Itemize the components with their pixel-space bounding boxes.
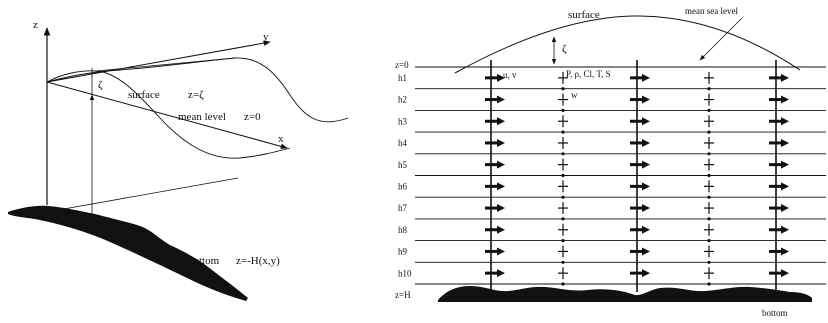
surface-equation: z=ζ bbox=[188, 89, 204, 101]
velocity-arrowhead bbox=[497, 269, 505, 278]
surface-label-right: surface bbox=[568, 9, 600, 21]
mean-sea-level-label: mean sea level bbox=[685, 6, 738, 16]
velocity-arrowhead bbox=[497, 247, 505, 256]
layer-label: h2 bbox=[398, 95, 407, 105]
bottom-reference-line bbox=[46, 177, 239, 213]
mean-level-label: mean level bbox=[178, 111, 226, 123]
surface-edge-near bbox=[95, 57, 236, 72]
uv-label: u, v bbox=[503, 70, 517, 80]
velocity-arrowhead bbox=[642, 117, 650, 126]
w-node bbox=[561, 239, 565, 243]
scalar-nodes bbox=[558, 71, 714, 286]
w-node bbox=[707, 152, 711, 156]
zeta-label-right: ζ bbox=[562, 43, 567, 55]
velocity-arrowhead bbox=[781, 117, 789, 126]
velocity-arrowhead bbox=[781, 138, 789, 147]
z-axis-label: z bbox=[33, 19, 38, 31]
bottom-label: bottom bbox=[188, 255, 220, 267]
y-axis bbox=[46, 40, 271, 83]
velocity-arrowhead bbox=[642, 269, 650, 278]
velocity-arrowhead bbox=[497, 182, 505, 191]
w-node bbox=[561, 260, 565, 264]
layer-label: h1 bbox=[398, 73, 407, 83]
velocity-arrowhead bbox=[781, 269, 789, 278]
velocity-arrowhead bbox=[642, 182, 650, 191]
velocity-arrowhead bbox=[781, 182, 789, 191]
velocity-arrowhead bbox=[497, 138, 505, 147]
w-node bbox=[561, 130, 565, 134]
velocity-arrowhead bbox=[781, 225, 789, 234]
left-3d-schematic: z y x ζ surface z=ζ mean level z=0 botto… bbox=[8, 19, 349, 301]
velocity-arrowhead bbox=[781, 73, 789, 82]
velocity-arrowhead bbox=[781, 204, 789, 213]
x-axis bbox=[46, 81, 288, 150]
surface-wave-front bbox=[46, 70, 291, 159]
x-axis-label: x bbox=[278, 133, 284, 145]
w-node bbox=[707, 195, 711, 199]
velocity-arrowhead bbox=[642, 160, 650, 169]
w-node bbox=[561, 217, 565, 221]
bottom-label-right: bottom bbox=[762, 308, 788, 318]
w-node bbox=[561, 87, 565, 91]
layer-label: h3 bbox=[398, 116, 408, 126]
w-node bbox=[707, 108, 711, 112]
layer-label: h10 bbox=[398, 268, 412, 278]
sea-bottom-terrain bbox=[8, 205, 248, 301]
bottom-equation: z=-H(x,y) bbox=[236, 255, 280, 267]
mean-sea-level-pointer bbox=[699, 17, 743, 61]
w-node bbox=[707, 282, 711, 286]
y-axis-label: y bbox=[263, 31, 269, 43]
layer-label: h9 bbox=[398, 247, 408, 257]
velocity-arrowhead bbox=[497, 117, 505, 126]
velocity-arrowhead bbox=[642, 204, 650, 213]
seabed-terrain bbox=[438, 286, 812, 302]
velocity-arrowhead bbox=[781, 160, 789, 169]
layer-label: h8 bbox=[398, 225, 408, 235]
w-node bbox=[561, 108, 565, 112]
w-node bbox=[707, 239, 711, 243]
w-label: w bbox=[571, 90, 578, 100]
velocity-arrowhead bbox=[497, 160, 505, 169]
velocity-arrowhead bbox=[642, 95, 650, 104]
w-node bbox=[561, 173, 565, 178]
layer-label: h7 bbox=[398, 203, 408, 213]
z-top-label: z=0 bbox=[395, 60, 409, 70]
mean-level-equation: z=0 bbox=[244, 111, 261, 123]
surface-label: surface bbox=[128, 89, 160, 101]
surface-curve bbox=[454, 15, 801, 74]
velocity-arrowhead bbox=[642, 247, 650, 256]
velocity-arrowhead bbox=[642, 73, 650, 82]
velocity-arrowhead bbox=[642, 225, 650, 234]
w-node bbox=[707, 173, 711, 178]
w-node bbox=[707, 130, 711, 134]
zeta-label: ζ bbox=[98, 79, 103, 91]
layer-boundaries bbox=[415, 66, 826, 285]
w-node bbox=[707, 87, 711, 91]
velocity-arrowhead bbox=[497, 95, 505, 104]
layer-label: h4 bbox=[398, 138, 408, 148]
layer-label: h5 bbox=[398, 160, 408, 170]
velocity-arrowhead bbox=[781, 95, 789, 104]
z-bottom-label: z=H bbox=[395, 290, 411, 300]
velocity-arrowhead bbox=[497, 225, 505, 234]
right-layer-grid: surface mean sea level ζ z=0 h1h2h3h4h5h… bbox=[395, 6, 826, 318]
layer-labels: h1 h2 h3 h4 h5 h6 h7 h8 h9 h10 bbox=[398, 73, 412, 278]
w-node bbox=[707, 217, 711, 221]
w-node bbox=[707, 260, 711, 264]
scalar-label: P, ρ, Cl, T, S bbox=[566, 69, 611, 79]
layer-label: h6 bbox=[398, 182, 408, 192]
velocity-arrowhead bbox=[497, 204, 505, 213]
w-node bbox=[561, 282, 565, 286]
vertical-grid-lines bbox=[490, 60, 777, 292]
velocity-arrows bbox=[485, 73, 789, 278]
velocity-arrowhead bbox=[781, 247, 789, 256]
w-node bbox=[561, 195, 565, 199]
w-node bbox=[561, 152, 565, 156]
velocity-arrowhead bbox=[642, 138, 650, 147]
velocity-arrowhead bbox=[497, 73, 505, 82]
